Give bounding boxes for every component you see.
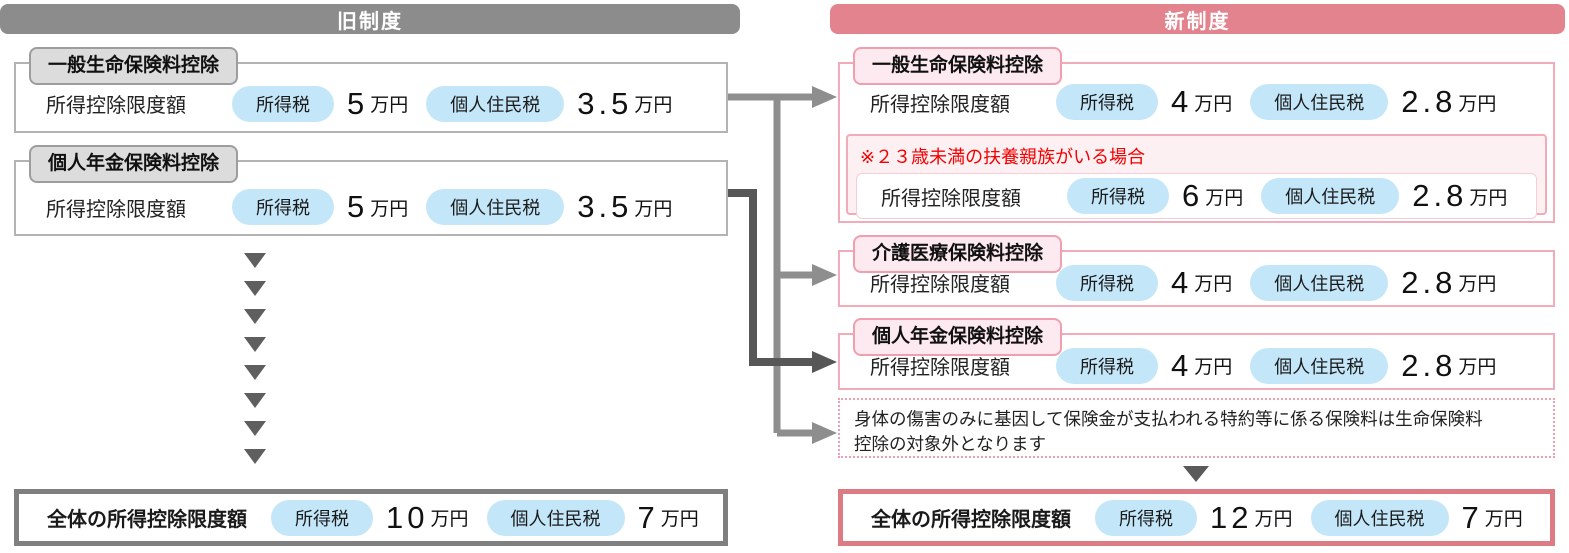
resident-tax-value: 2.8 xyxy=(1401,264,1457,300)
resident-tax-badge: 個人住民税 xyxy=(1250,347,1389,384)
resident-tax-value: 2.8 xyxy=(1401,347,1457,383)
income-tax-value: 4 xyxy=(1171,84,1193,119)
old-total-deduction-box: 全体の所得控除限度額 所得税 10 万円 個人住民税 7 万円 xyxy=(14,489,728,546)
income-tax-value: 6 xyxy=(1182,178,1204,213)
deduction-limit-label: 所得控除限度額 xyxy=(870,93,1010,116)
income-tax-unit: 万円 xyxy=(1205,187,1244,209)
new-total-label: 全体の所得控除限度額 xyxy=(871,509,1071,531)
resident-tax-badge: 個人住民税 xyxy=(1310,499,1449,536)
resident-tax-unit: 万円 xyxy=(1458,274,1497,295)
resident-tax-value: 2.8 xyxy=(1412,178,1468,213)
resident-tax-unit: 万円 xyxy=(634,198,673,220)
exclusion-note-box: 身体の傷害のみに基因して保険金が支払われる特約等に係る保険料は生命保険料 控除の… xyxy=(838,398,1555,458)
resident-tax-unit: 万円 xyxy=(1469,187,1508,209)
income-tax-value: 10 xyxy=(386,499,429,535)
down-triangle-icon xyxy=(244,337,266,352)
down-triangle-icon xyxy=(1183,466,1209,482)
resident-tax-badge: 個人住民税 xyxy=(1250,264,1389,301)
down-triangle-icon xyxy=(244,281,266,296)
income-tax-value: 4 xyxy=(1171,347,1193,383)
old-general-life-deduction-title: 一般生命保険料控除 xyxy=(29,47,239,85)
new-general-life-row: 所得控除限度額 所得税 4 万円 個人住民税 2.8 万円 xyxy=(840,64,1553,130)
old-personal-pension-deduction-title: 個人年金保険料控除 xyxy=(29,145,239,183)
resident-tax-unit: 万円 xyxy=(634,95,673,116)
resident-tax-value: 3.5 xyxy=(577,189,633,224)
resident-tax-value: 7 xyxy=(1461,499,1483,535)
income-tax-unit: 万円 xyxy=(1194,274,1233,295)
old-total-label: 全体の所得控除限度額 xyxy=(47,509,247,531)
new-general-life-deduction-title: 一般生命保険料控除 xyxy=(853,47,1063,85)
income-tax-badge: 所得税 xyxy=(1056,347,1158,384)
deduction-limit-label: 所得控除限度額 xyxy=(46,95,186,117)
deduction-limit-label: 所得控除限度額 xyxy=(870,357,1010,379)
income-tax-unit: 万円 xyxy=(370,198,409,220)
old-personal-pension-deduction-box: 個人年金保険料控除 所得控除限度額 所得税 5 万円 個人住民税 3.5 万円 xyxy=(14,145,728,236)
deduction-limit-label: 所得控除限度額 xyxy=(881,187,1021,210)
under-23-deduction-row-box: 所得控除限度額 所得税 6 万円 個人住民税 2.8 万円 xyxy=(856,173,1537,219)
down-triangle-icon xyxy=(244,309,266,324)
resident-tax-value: 3.5 xyxy=(577,85,633,121)
down-triangle-icon xyxy=(244,421,266,436)
under-23-dependent-note-text: ※２３歳未満の扶養親族がいる場合 xyxy=(860,147,1146,167)
resident-tax-badge: 個人住民税 xyxy=(1250,84,1389,120)
resident-tax-unit: 万円 xyxy=(660,509,699,530)
resident-tax-value: 2.8 xyxy=(1401,84,1457,119)
old-general-life-deduction-box: 一般生命保険料控除 所得控除限度額 所得税 5 万円 個人住民税 3.5 万円 xyxy=(14,47,728,133)
income-tax-unit: 万円 xyxy=(1194,357,1233,378)
under-23-deduction-row: 所得控除限度額 所得税 6 万円 個人住民税 2.8 万円 xyxy=(857,178,1536,214)
income-tax-unit: 万円 xyxy=(1194,93,1233,115)
deduction-limit-label: 所得控除限度額 xyxy=(870,274,1010,296)
down-triangle-icon xyxy=(244,393,266,408)
under-23-dependent-note-box: ※２３歳未満の扶養親族がいる場合 所得控除限度額 所得税 6 万円 個人住民税 … xyxy=(846,134,1547,219)
flow-arrows-icon xyxy=(728,86,837,444)
income-tax-badge: 所得税 xyxy=(1095,499,1197,536)
down-triangle-icon xyxy=(244,449,266,464)
income-tax-badge: 所得税 xyxy=(232,189,334,225)
income-tax-badge: 所得税 xyxy=(271,499,373,536)
income-tax-value: 12 xyxy=(1210,499,1253,535)
deduction-limit-label: 所得控除限度額 xyxy=(46,198,186,221)
down-arrows-column xyxy=(244,253,266,464)
income-tax-unit: 万円 xyxy=(1254,509,1293,530)
new-system-header: 新制度 xyxy=(830,4,1565,34)
income-tax-value: 5 xyxy=(347,85,369,121)
income-tax-badge: 所得税 xyxy=(232,85,334,122)
old-system-header: 旧制度 xyxy=(0,4,740,34)
new-nursing-medical-deduction-title: 介護医療保険料控除 xyxy=(853,235,1063,273)
resident-tax-value: 7 xyxy=(637,499,659,535)
income-tax-unit: 万円 xyxy=(430,509,469,530)
new-general-life-deduction-box: 一般生命保険料控除 所得控除限度額 所得税 4 万円 個人住民税 2.8 万円 … xyxy=(838,47,1555,223)
income-tax-badge: 所得税 xyxy=(1056,264,1158,301)
resident-tax-badge: 個人住民税 xyxy=(486,499,625,536)
income-tax-value: 4 xyxy=(1171,264,1193,300)
income-tax-badge: 所得税 xyxy=(1067,178,1169,214)
resident-tax-unit: 万円 xyxy=(1458,93,1497,115)
new-nursing-medical-deduction-box: 介護医療保険料控除 所得控除限度額 所得税 4 万円 個人住民税 2.8 万円 xyxy=(838,235,1555,307)
resident-tax-badge: 個人住民税 xyxy=(426,189,565,225)
down-triangle-icon xyxy=(244,365,266,380)
income-tax-value: 5 xyxy=(347,189,369,224)
down-triangle-icon xyxy=(244,253,266,268)
new-personal-pension-deduction-box: 個人年金保険料控除 所得控除限度額 所得税 4 万円 個人住民税 2.8 万円 xyxy=(838,318,1555,390)
resident-tax-unit: 万円 xyxy=(1484,509,1523,530)
income-tax-unit: 万円 xyxy=(370,95,409,116)
new-total-deduction-box: 全体の所得控除限度額 所得税 12 万円 個人住民税 7 万円 xyxy=(838,489,1555,546)
new-personal-pension-deduction-title: 個人年金保険料控除 xyxy=(853,318,1063,356)
resident-tax-badge: 個人住民税 xyxy=(426,85,565,122)
resident-tax-badge: 個人住民税 xyxy=(1261,178,1400,214)
resident-tax-unit: 万円 xyxy=(1458,357,1497,378)
income-tax-badge: 所得税 xyxy=(1056,84,1158,120)
